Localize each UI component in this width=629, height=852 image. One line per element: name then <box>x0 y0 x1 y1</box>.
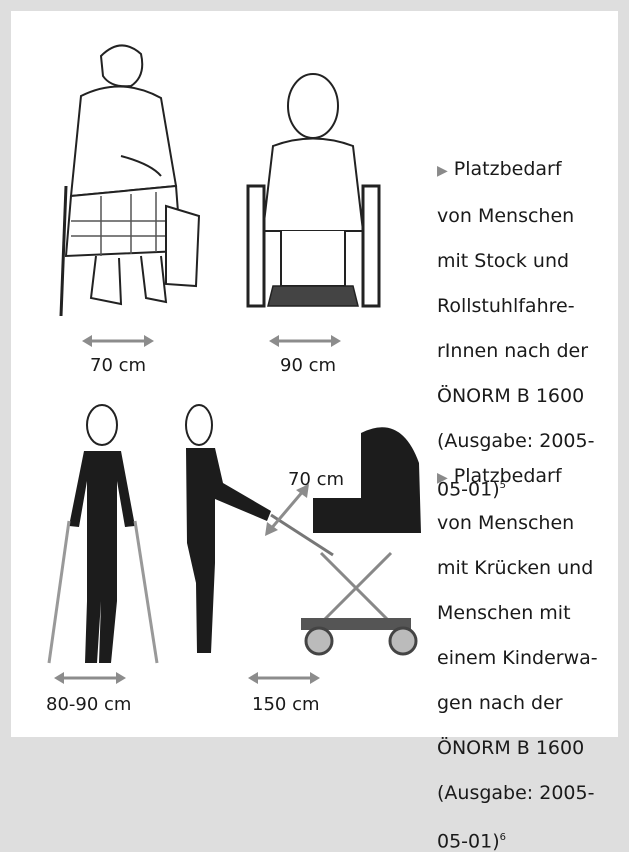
triangle-bullet-icon: ▶ <box>437 470 448 486</box>
measure-label: 150 cm <box>252 694 320 715</box>
measure-label: 80-90 cm <box>46 694 131 715</box>
triangle-bullet-icon: ▶ <box>437 163 448 179</box>
double-arrow-icon <box>262 482 312 537</box>
figure-panel: 70 cm 90 cm ▶Platzbedarf von Menschen mi… <box>11 11 618 737</box>
measure-label: 70 cm <box>288 469 344 490</box>
double-arrow-icon <box>269 333 341 349</box>
double-arrow-icon <box>248 670 320 686</box>
person-with-crutches-illustration <box>39 401 169 676</box>
caption-bottom: ▶Platzbedarf von Menschen mit Krücken un… <box>437 442 615 852</box>
measure-label: 70 cm <box>90 355 146 376</box>
wheelchair-user-illustration <box>233 61 393 316</box>
person-with-cane-illustration <box>41 36 216 326</box>
measure-label: 90 cm <box>280 355 336 376</box>
double-arrow-icon <box>54 670 126 686</box>
double-arrow-icon <box>82 333 154 349</box>
